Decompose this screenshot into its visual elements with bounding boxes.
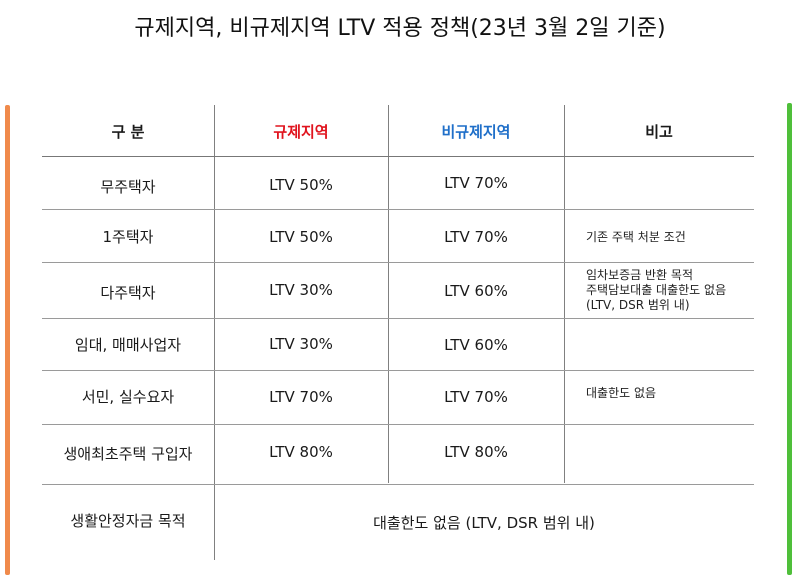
- row-non-regulated-ltv: LTV 70%: [444, 388, 508, 406]
- header-divider: [42, 156, 754, 157]
- row-non-regulated-ltv: LTV 70%: [444, 174, 508, 192]
- page-title: 규제지역, 비규제지역 LTV 적용 정책(23년 3월 2일 기준): [134, 16, 666, 41]
- row-category: 무주택자: [100, 178, 156, 196]
- row-regulated-ltv: LTV 50%: [269, 176, 333, 194]
- row-non-regulated-ltv: LTV 80%: [444, 443, 508, 461]
- row-divider: [42, 318, 754, 319]
- row-regulated-ltv: LTV 30%: [269, 335, 333, 353]
- row-category: 생활안정자금 목적: [70, 512, 186, 530]
- header-category: 구 분: [111, 123, 145, 141]
- row-note-line: 임차보증금 반환 목적: [586, 268, 693, 282]
- row-category: 서민, 실수요자: [81, 388, 175, 406]
- row-note-line: (LTV, DSR 범위 내): [586, 298, 690, 312]
- row-divider: [42, 370, 754, 371]
- row-non-regulated-ltv: LTV 60%: [444, 282, 508, 300]
- row-note: 대출한도 없음: [586, 386, 657, 400]
- row-divider: [42, 262, 754, 263]
- row-note-line: 주택담보대출 대출한도 없음: [586, 283, 727, 297]
- right-accent-bar: [787, 103, 792, 575]
- row-category: 다주택자: [100, 284, 156, 302]
- row-divider: [42, 484, 754, 485]
- row-note: 기존 주택 처분 조건: [586, 230, 686, 244]
- row-regulated-ltv: LTV 30%: [269, 281, 333, 299]
- header-note: 비고: [645, 123, 673, 141]
- column-divider: [214, 105, 215, 560]
- row-divider: [42, 424, 754, 425]
- row-category: 1주택자: [102, 228, 154, 246]
- column-divider: [388, 105, 389, 483]
- row-divider: [42, 209, 754, 210]
- column-divider: [564, 105, 565, 483]
- row-category: 생애최초주택 구입자: [63, 445, 193, 463]
- row-regulated-ltv: LTV 70%: [269, 388, 333, 406]
- header-regulated: 규제지역: [273, 123, 329, 141]
- row-non-regulated-ltv: LTV 70%: [444, 228, 508, 246]
- header-non-regulated: 비규제지역: [441, 123, 511, 141]
- left-accent-bar: [5, 105, 10, 575]
- row-regulated-ltv: LTV 50%: [269, 228, 333, 246]
- row-regulated-ltv: LTV 80%: [269, 443, 333, 461]
- merged-limit-text: 대출한도 없음 (LTV, DSR 범위 내): [373, 514, 595, 532]
- row-non-regulated-ltv: LTV 60%: [444, 336, 508, 354]
- row-category: 임대, 매매사업자: [74, 336, 182, 354]
